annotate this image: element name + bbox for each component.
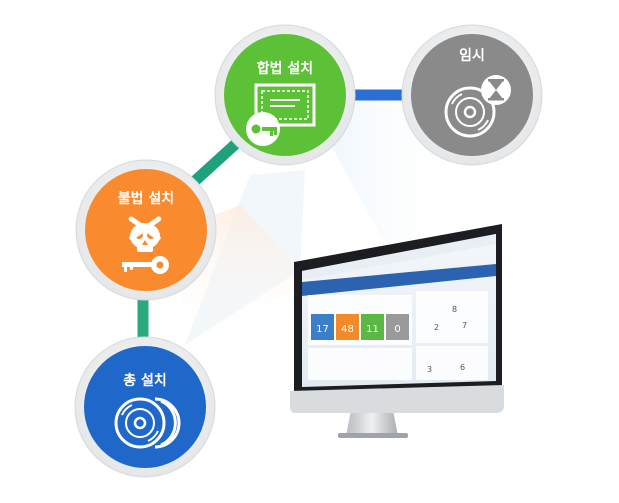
dashboard-stat-tile — [311, 314, 334, 340]
dashboard-stat-value: 11 — [366, 324, 379, 335]
dashboard-stat-tile — [361, 314, 384, 340]
dashboard-panel — [416, 346, 488, 380]
skull-key-icon — [122, 216, 169, 274]
dashboard-stat-tile — [386, 314, 409, 340]
dashboard-side-value: 8 — [452, 305, 457, 314]
dashboard-stat-tile — [336, 314, 359, 340]
dashboard-panel — [308, 348, 412, 380]
dashboard-header-bar — [302, 264, 496, 296]
dashboard-side-value: 2 — [434, 323, 439, 332]
illegal-install-label: 불법 설치 — [117, 191, 175, 207]
temporary-label: 임시 — [459, 48, 485, 64]
node-illegal-install — [75, 159, 217, 301]
screen-topbar — [302, 234, 496, 280]
disc-stack-icon — [114, 397, 181, 449]
dashboard-stat-value: 0 — [394, 324, 400, 335]
monitor-base — [338, 433, 408, 438]
dashboard-bottom-value: 6 — [460, 363, 465, 372]
certificate-key-icon — [246, 83, 316, 146]
dashboard-side-value: 7 — [462, 321, 467, 330]
dashboard-stat-value: 48 — [341, 324, 354, 335]
dashboard-bottom-value: 3 — [427, 365, 432, 374]
total-install-label: 총 설치 — [123, 373, 167, 389]
node-total-install — [74, 336, 216, 478]
monitor: 17 48 11 0 8 2 7 3 6 — [290, 224, 504, 438]
node-temporary — [401, 24, 543, 166]
dashboard-panel — [416, 291, 488, 343]
node-legal-install — [214, 24, 356, 166]
dashboard-stat-value: 17 — [316, 324, 329, 335]
disc-hourglass-icon — [444, 75, 511, 138]
legal-install-label: 합법 설치 — [256, 61, 314, 77]
monitor-chin — [290, 385, 504, 413]
